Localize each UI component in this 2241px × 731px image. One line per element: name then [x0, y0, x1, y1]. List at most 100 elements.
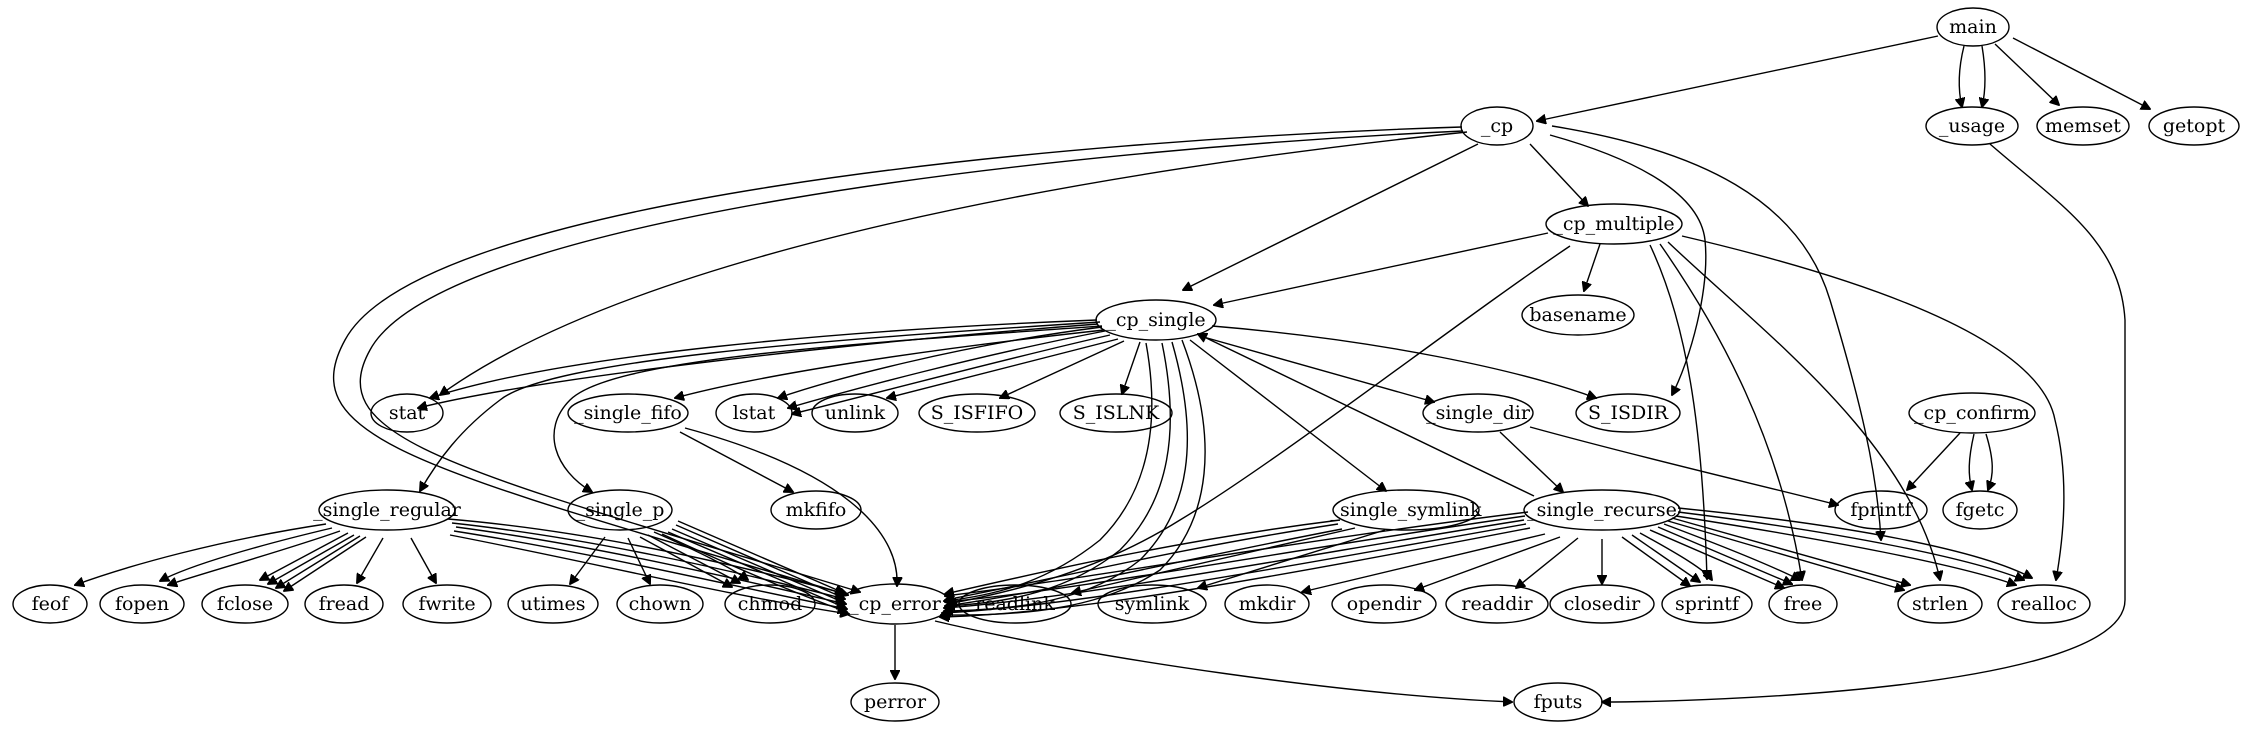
edge-singlep-cperror-4: [667, 531, 846, 608]
node-strlen[interactable]: strlen: [1897, 584, 1983, 624]
svg-text:S_ISDIR: S_ISDIR: [1588, 402, 1669, 424]
node-opendir[interactable]: opendir: [1331, 584, 1437, 624]
edge-singlerecurse-opendir: [1415, 536, 1561, 590]
node-fgetc[interactable]: fgetc: [1942, 490, 2018, 530]
node-mkfifo[interactable]: mkfifo: [770, 490, 862, 530]
node-getopt[interactable]: getopt: [2148, 106, 2240, 146]
node-feof[interactable]: feof: [12, 584, 88, 624]
edge-cpsingle-sislnk: [1122, 341, 1141, 394]
node-fprintf[interactable]: fprintf: [1834, 490, 1928, 530]
edge-singlefifo-cperror: [684, 427, 897, 586]
node-lstat[interactable]: lstat: [715, 393, 793, 433]
edge-singleregular-cperror-3: [455, 526, 846, 604]
edge-cperror-fputs: [934, 620, 1512, 702]
edge-singleregular-cperror-1: [447, 518, 846, 594]
node-cp-single[interactable]: _cp_single: [1095, 299, 1217, 341]
edge-singlerecurse-cpsingle: [1198, 334, 1535, 497]
node-perror[interactable]: perror: [850, 682, 940, 722]
svg-text:S_ISLNK: S_ISLNK: [1073, 402, 1160, 424]
node-chown[interactable]: chown: [616, 584, 704, 624]
node-single-dir[interactable]: _single_dir: [1422, 393, 1534, 433]
svg-text:perror: perror: [864, 691, 927, 713]
edge-singlerecurse-cperror-3: [944, 519, 1525, 608]
node-usage[interactable]: _usage: [1925, 106, 2019, 146]
edge-singlep-chmod-2: [647, 534, 740, 583]
svg-text:fgetc: fgetc: [1956, 499, 2005, 521]
node-symlink[interactable]: symlink: [1097, 584, 1207, 624]
edge-singlesymlink-cperror-3: [945, 528, 1343, 606]
node-closedir[interactable]: closedir: [1549, 584, 1655, 624]
edge-singleregular-feof: [75, 523, 327, 585]
node-readlink[interactable]: readlink: [958, 584, 1072, 624]
edge-singlep-cperror-1: [677, 520, 844, 593]
edge-singleregular-fopen-2: [168, 530, 341, 585]
node-memset[interactable]: memset: [2036, 106, 2130, 146]
edge-singlerecurse-realloc-2: [1677, 511, 2024, 580]
node-cp-confirm[interactable]: _cp_confirm: [1908, 392, 2036, 434]
edge-singledir-fprintf: [1529, 426, 1838, 505]
node-s-islnk[interactable]: S_ISLNK: [1059, 393, 1173, 433]
edge-singlep-cperror-5: [661, 533, 847, 612]
node-fwrite[interactable]: fwrite: [402, 584, 492, 624]
node-sprintf[interactable]: sprintf: [1661, 584, 1753, 624]
node-readdir[interactable]: readdir: [1445, 584, 1549, 624]
edge-singlep-chown: [627, 537, 650, 584]
edge-singleregular-fclose-1: [260, 532, 349, 580]
edge-cpsingle-cperror-1: [944, 342, 1153, 601]
edge-cpsingle-sisdir: [1211, 325, 1596, 398]
edge-cp-cperror-2: [359, 130, 1464, 592]
edges: [75, 35, 2150, 702]
node-s-isdir[interactable]: S_ISDIR: [1575, 393, 1681, 433]
edge-singlerecurse-sprintf-1: [1621, 536, 1690, 586]
edge-singleregular-fclose-4: [284, 536, 367, 591]
node-mkdir[interactable]: mkdir: [1224, 584, 1310, 624]
svg-text:feof: feof: [32, 593, 71, 615]
node-utimes[interactable]: utimes: [507, 584, 599, 624]
edge-cpsingle-stat-1: [430, 319, 1098, 398]
node-main[interactable]: main: [1936, 7, 2010, 47]
node-cp-error[interactable]: _cp_error: [838, 583, 952, 625]
node-fopen[interactable]: fopen: [99, 584, 185, 624]
edge-singlerecurse-mkdir: [1302, 533, 1546, 592]
node-single-fifo[interactable]: _single_fifo: [567, 393, 689, 433]
svg-text:_cp_single: _cp_single: [1106, 309, 1205, 331]
edge-singlefifo-mkfifo: [679, 431, 793, 492]
edge-singlerecurse-realloc-3: [1677, 507, 2032, 578]
node-cp[interactable]: _cp: [1460, 106, 1534, 146]
edge-singledir-singlerecurse: [1499, 431, 1563, 492]
edge-cpconfirm-fgetc-2: [1985, 433, 1992, 490]
edge-singlerecurse-cperror-4: [942, 523, 1527, 613]
node-single-recurse[interactable]: _single_recurse: [1523, 489, 1681, 531]
edge-singlerecurse-cperror-5: [940, 527, 1531, 617]
node-basename[interactable]: basename: [1521, 294, 1635, 336]
edge-cpsingle-lstat-1: [778, 326, 1103, 398]
edge-cpsingle-lstat-3: [792, 334, 1111, 414]
edge-singlerecurse-strlen-1: [1667, 520, 1904, 590]
node-single-p[interactable]: _single_p: [567, 489, 673, 531]
node-stat[interactable]: stat: [370, 393, 444, 433]
node-free[interactable]: free: [1768, 584, 1838, 624]
edge-cpsingle-singleregular: [420, 321, 1101, 491]
node-chmod[interactable]: chmod: [724, 584, 816, 624]
node-fputs[interactable]: fputs: [1513, 682, 1603, 722]
edge-cpsingle-singlesymlink: [1189, 339, 1386, 491]
svg-text:_cp_error: _cp_error: [849, 593, 942, 615]
edge-cp-cpmultiple: [1529, 143, 1588, 206]
node-realloc[interactable]: realloc: [1997, 584, 2091, 624]
node-s-isfifo[interactable]: S_ISFIFO: [918, 393, 1036, 433]
edge-usage-fputs: [1602, 143, 2126, 702]
svg-text:_usage: _usage: [1939, 115, 2005, 137]
nodes: main _usage memset getopt _cp _cp_multip…: [12, 7, 2240, 722]
node-single-regular[interactable]: _single_regular: [313, 489, 462, 531]
node-unlink[interactable]: unlink: [811, 393, 899, 433]
edge-singlesymlink-cperror-2: [945, 523, 1339, 600]
edge-cpmultiple-realloc: [1681, 235, 2065, 580]
svg-text:fprintf: fprintf: [1850, 499, 1913, 521]
node-fclose[interactable]: fclose: [201, 584, 289, 624]
node-cp-multiple[interactable]: _cp_multiple: [1545, 203, 1683, 245]
svg-text:_single_fifo: _single_fifo: [574, 402, 682, 424]
node-fread[interactable]: fread: [304, 584, 384, 624]
edge-cp-fprintf: [1551, 125, 1881, 540]
edge-singleregular-fread: [357, 537, 384, 583]
node-single-symlink[interactable]: _single_symlink: [1331, 489, 1482, 531]
